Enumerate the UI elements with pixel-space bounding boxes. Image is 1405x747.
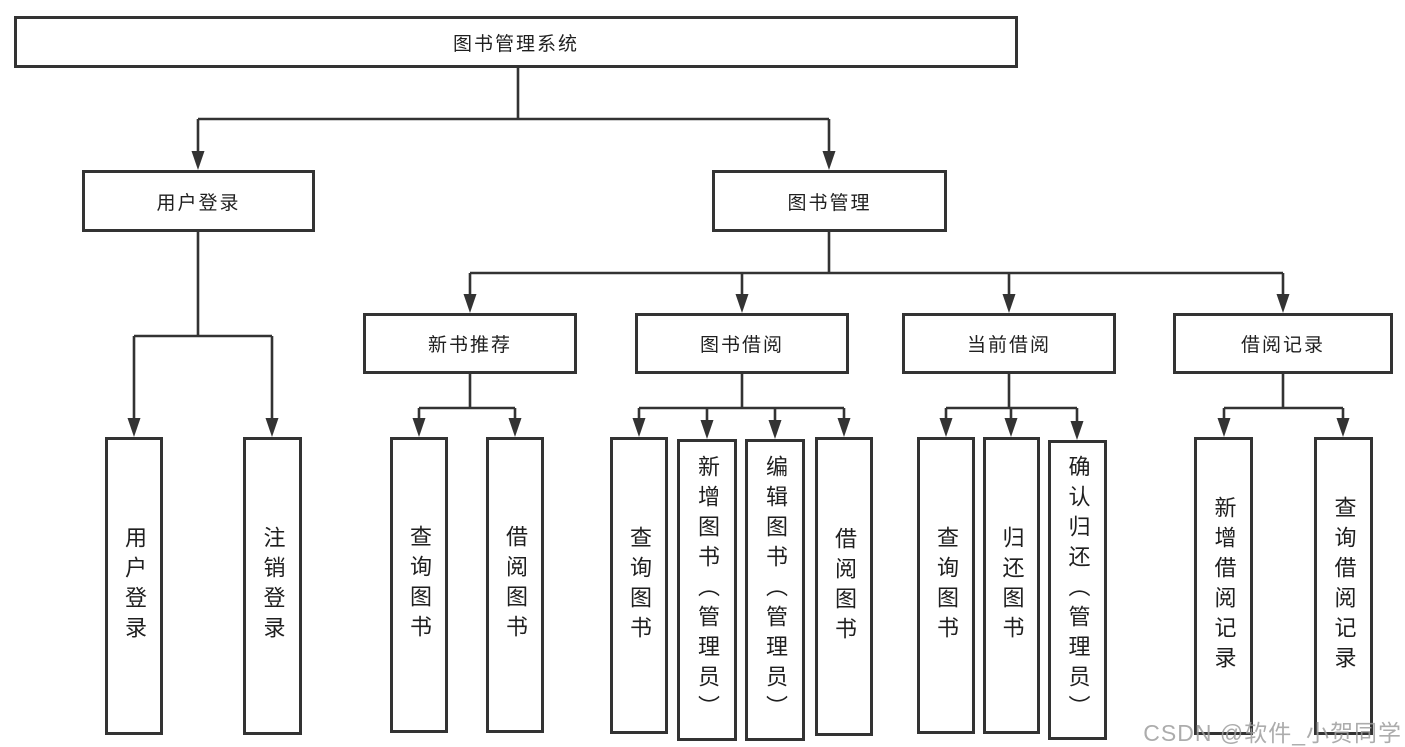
node-book-borrowing: 图书借阅 (635, 313, 849, 374)
node-user-login-label: 用户登录 (156, 192, 241, 214)
csdn-watermark: CSDN @软件_小贺同学 (1143, 720, 1402, 746)
node-new-book-recommend: 新书推荐 (363, 313, 577, 374)
node-bb-edit-book-admin-label: 编辑图书（管理员） (763, 455, 788, 725)
node-nb-query-books-label: 查询图书 (407, 525, 432, 645)
node-cb-query-books: 查询图书 (917, 437, 975, 734)
node-bb-query-books-label: 查询图书 (627, 525, 652, 646)
node-bb-borrow-books: 借阅图书 (815, 437, 873, 736)
node-leaf-user-login: 用户登录 (105, 437, 163, 735)
node-root: 图书管理系统 (14, 16, 1018, 68)
node-leaf-logout-label: 注销登录 (260, 526, 286, 646)
arrowhead (508, 418, 522, 437)
node-leaf-user-login-label: 用户登录 (122, 526, 147, 646)
node-borrowing-records-label: 借阅记录 (1240, 335, 1325, 356)
arrowhead (1217, 418, 1231, 437)
node-nb-borrow-books-label: 借阅图书 (503, 525, 528, 645)
arrowhead (265, 418, 279, 437)
arrowhead (1002, 294, 1016, 313)
node-new-book-recommend-label: 新书推荐 (427, 335, 512, 356)
arrowhead (1336, 418, 1350, 437)
node-cb-confirm-return-admin: 确认归还（管理员） (1048, 440, 1107, 740)
node-cb-return-books-label: 归还图书 (999, 525, 1025, 646)
node-current-borrowing-label: 当前借阅 (966, 335, 1051, 356)
node-book-borrowing-label: 图书借阅 (699, 335, 784, 356)
arrowhead (700, 420, 714, 439)
node-leaf-logout: 注销登录 (243, 437, 302, 735)
node-bb-borrow-books-label: 借阅图书 (832, 526, 857, 647)
arrowhead (191, 151, 205, 170)
node-user-login: 用户登录 (82, 170, 315, 232)
arrowhead (939, 418, 953, 437)
node-br-query-record: 查询借阅记录 (1314, 437, 1373, 735)
node-nb-borrow-books: 借阅图书 (486, 437, 544, 733)
node-br-add-record-label: 新增借阅记录 (1211, 496, 1237, 676)
node-root-label: 图书管理系统 (452, 33, 579, 55)
node-current-borrowing: 当前借阅 (902, 313, 1116, 374)
node-br-add-record: 新增借阅记录 (1194, 437, 1253, 735)
node-bb-add-book-admin-label: 新增图书（管理员） (695, 455, 720, 725)
node-br-query-record-label: 查询借阅记录 (1331, 496, 1357, 676)
arrowhead (632, 418, 646, 437)
arrowhead (822, 151, 836, 170)
node-cb-confirm-return-admin-label: 确认归还（管理员） (1065, 455, 1091, 725)
arrowhead (1276, 294, 1290, 313)
node-cb-query-books-label: 查询图书 (934, 525, 959, 646)
node-borrowing-records: 借阅记录 (1173, 313, 1393, 374)
arrowhead (768, 420, 782, 439)
arrowhead (837, 418, 851, 437)
node-nb-query-books: 查询图书 (390, 437, 448, 733)
arrowhead (412, 418, 426, 437)
node-bb-query-books: 查询图书 (610, 437, 668, 734)
node-bb-edit-book-admin: 编辑图书（管理员） (745, 439, 805, 741)
node-bb-add-book-admin: 新增图书（管理员） (677, 439, 737, 741)
node-cb-return-books: 归还图书 (983, 437, 1040, 734)
arrowhead (1004, 418, 1018, 437)
node-book-management-label: 图书管理 (787, 192, 872, 214)
arrowhead (127, 418, 141, 437)
arrowhead (1070, 421, 1084, 440)
arrowhead (735, 294, 749, 313)
arrowhead (463, 294, 477, 313)
node-book-management: 图书管理 (712, 170, 947, 232)
